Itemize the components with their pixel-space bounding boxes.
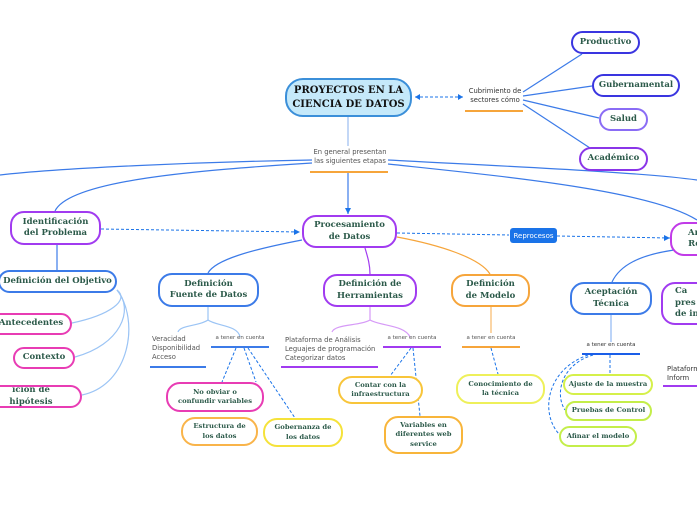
- sector-academico[interactable]: Académico: [579, 147, 648, 171]
- aceptacion-note-underline: [582, 353, 640, 355]
- no-obviar-node[interactable]: No obviar o confundir variables: [166, 382, 264, 412]
- fuente-note: a tener en cuenta: [215, 335, 265, 341]
- sector-productivo[interactable]: Productivo: [571, 31, 640, 54]
- infraestructura-node[interactable]: Contar con la infraestructura: [338, 376, 423, 404]
- estructura-node[interactable]: Estructura de los datos: [181, 417, 258, 446]
- herramientas-node[interactable]: Definición de Herramientas: [323, 274, 417, 307]
- right-stage-node[interactable]: An Re: [670, 222, 697, 256]
- fuente-datos-node[interactable]: Definición Fuente de Datos: [158, 273, 259, 307]
- aceptacion-note: a tener en cuenta: [586, 342, 636, 348]
- plataforma-underline: [663, 385, 697, 387]
- aceptacion-node[interactable]: Aceptación Técnica: [570, 282, 652, 315]
- modelo-node[interactable]: Definición de Modelo: [451, 274, 530, 307]
- contexto-node[interactable]: Contexto: [13, 347, 75, 369]
- sectors-label: Cubrimiento de sectores cómo: [468, 87, 522, 105]
- fuente-list: Veracidad Disponibilidad Acceso: [152, 335, 201, 362]
- plataforma-partial: Plataform Inform: [667, 365, 697, 383]
- modelo-note: a tener en cuenta: [466, 335, 516, 341]
- pruebas-node[interactable]: Pruebas de Control: [565, 401, 652, 421]
- modelo-note-underline: [462, 346, 520, 348]
- herramientas-note: a tener en cuenta: [387, 335, 437, 341]
- sectors-underline: [465, 110, 523, 112]
- fuente-note-underline: [211, 346, 269, 348]
- right-second-node[interactable]: Ca pres de in: [661, 282, 697, 325]
- sector-gubernamental[interactable]: Gubernamental: [592, 74, 680, 97]
- conocimiento-node[interactable]: Conocimiento de la técnica: [456, 374, 545, 404]
- sector-salud[interactable]: Salud: [599, 108, 648, 131]
- gobernanza-node[interactable]: Gobernanza de los datos: [263, 418, 343, 447]
- herramientas-note-underline: [383, 346, 441, 348]
- afinar-node[interactable]: Afinar el modelo: [559, 426, 637, 447]
- procesamiento-node[interactable]: Procesamiento de Datos: [302, 215, 397, 248]
- ajuste-node[interactable]: Ajuste de la muestra: [563, 374, 653, 395]
- stages-underline: [310, 171, 388, 173]
- definicion-objetivo-node[interactable]: Definición del Objetivo: [0, 270, 117, 293]
- herramientas-list: Plataforma de Análisis Leguajes de progr…: [285, 336, 376, 363]
- herramientas-list-underline: [281, 366, 378, 368]
- reprocesos-label[interactable]: Reprocesos: [510, 228, 557, 243]
- variables-web-node[interactable]: Variables en diferentes web service: [384, 416, 463, 454]
- stages-label: En general presentan las siguientes etap…: [313, 148, 387, 166]
- identificacion-node[interactable]: Identificación del Problema: [10, 211, 101, 245]
- fuente-list-underline: [150, 366, 206, 368]
- antecedentes-node[interactable]: Antecedentes: [0, 313, 72, 335]
- hipotesis-node[interactable]: ición de hipótesis: [0, 385, 82, 408]
- root-node[interactable]: PROYECTOS EN LA CIENCIA DE DATOS: [285, 78, 412, 117]
